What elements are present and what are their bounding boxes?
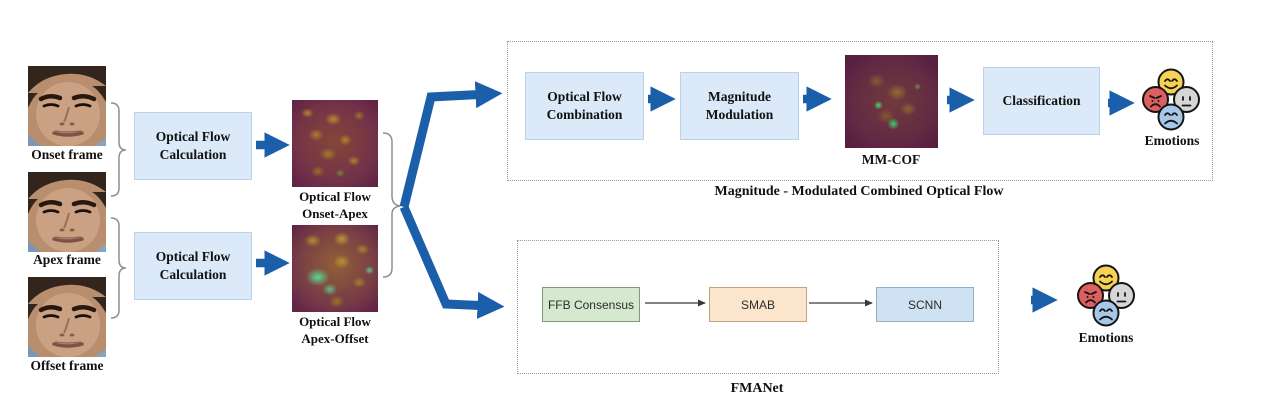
box-label-line: Calculation bbox=[159, 147, 227, 162]
box-label-line: Classification bbox=[1002, 93, 1081, 109]
emotions-icon-bottom bbox=[1077, 264, 1135, 327]
emotions-icon-top bbox=[1142, 68, 1200, 131]
onset-apex-flow-image bbox=[292, 100, 378, 187]
box-label-line: Magnitude bbox=[707, 89, 771, 105]
branch-arrow-up bbox=[399, 81, 503, 209]
box-label-line: Calculation bbox=[159, 267, 227, 282]
flow-label-line: Optical Flow bbox=[299, 189, 371, 204]
flow-label-line: Onset-Apex bbox=[302, 205, 368, 221]
box-label-line: Optical Flow bbox=[155, 249, 231, 265]
mmcof-image bbox=[845, 55, 938, 148]
smab-box: SMAB bbox=[709, 287, 807, 322]
offset-frame-photo bbox=[28, 277, 106, 357]
classification-box: Classification bbox=[983, 67, 1100, 135]
mmcof-label: MM-COF bbox=[861, 152, 921, 167]
fmanet-caption: FMANet bbox=[730, 381, 784, 396]
optical-flow-calculation-box-2: Optical Flow Calculation bbox=[134, 232, 252, 300]
onset-apex-flow-label: Optical Flow Onset-Apex bbox=[280, 189, 390, 222]
mmcof-dotted-box bbox=[507, 41, 1213, 181]
flow-label-line: Apex-Offset bbox=[301, 330, 369, 346]
emotions-label-bottom: Emotions bbox=[1078, 330, 1134, 345]
offset-frame-label: Offset frame bbox=[30, 358, 104, 373]
scnn-box: SCNN bbox=[876, 287, 974, 322]
branch-arrow-down bbox=[399, 205, 505, 319]
apex-offset-flow-label: Optical Flow Apex-Offset bbox=[280, 314, 390, 347]
magnitude-modulation-box: Magnitude Modulation bbox=[680, 72, 799, 140]
flow-label-line: Optical Flow bbox=[299, 314, 371, 329]
box-label-line: Optical Flow bbox=[155, 129, 231, 145]
optical-flow-combination-box: Optical Flow Combination bbox=[525, 72, 644, 140]
box-label-line: Modulation bbox=[705, 107, 774, 122]
box-label-line: Combination bbox=[546, 107, 623, 122]
onset-frame-label: Onset frame bbox=[31, 147, 103, 162]
fmanet-dotted-box bbox=[517, 240, 999, 374]
apex-frame-photo bbox=[28, 172, 106, 252]
apex-frame-label: Apex frame bbox=[33, 252, 101, 267]
apex-offset-brace bbox=[110, 217, 127, 319]
emotions-label-top: Emotions bbox=[1144, 133, 1200, 148]
apex-offset-flow-image bbox=[292, 225, 378, 312]
box-label-line: Optical Flow bbox=[547, 89, 622, 105]
onset-frame-photo bbox=[28, 66, 106, 146]
mmcof-caption: Magnitude - Modulated Combined Optical F… bbox=[714, 184, 1004, 199]
ffb-consensus-box: FFB Consensus bbox=[542, 287, 640, 322]
optical-flow-calculation-box-1: Optical Flow Calculation bbox=[134, 112, 252, 180]
